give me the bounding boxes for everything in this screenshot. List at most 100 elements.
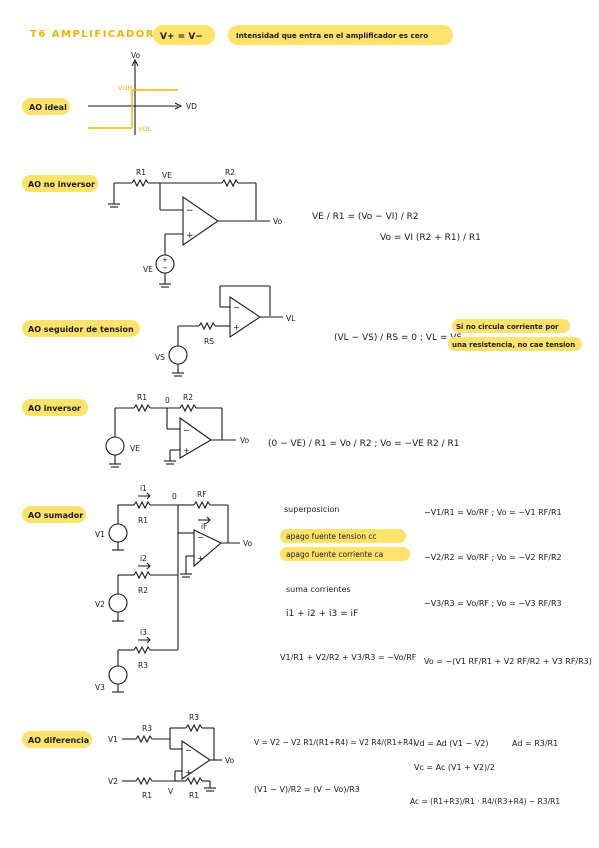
seguidor-circuit: − + — [168, 285, 283, 377]
badge-seguidor-label: AO seguidor de tension — [28, 325, 134, 334]
svg-text:−: − — [186, 206, 194, 216]
sumador-kcl: i1 + i2 + i3 = iF — [286, 609, 358, 619]
sumador-vo: Vo — [243, 539, 253, 548]
sumador-v1: V1 — [95, 530, 105, 539]
badge-sumador — [22, 506, 86, 523]
seguidor-note-1: Si no circula corriente por — [456, 323, 559, 331]
rule-highlight — [153, 25, 215, 45]
ideal-voh-label: VOH — [118, 84, 132, 92]
seguidor-note-highlight-1 — [452, 319, 570, 333]
sumador-r3: R3 — [138, 661, 148, 670]
ideal-transfer-graph — [88, 58, 183, 135]
no-inversor-source: VE — [143, 265, 153, 274]
seguidor-eq: (VL − VS) / RS = 0 ; VL = VS — [334, 333, 462, 343]
badge-no-inversor — [22, 175, 98, 192]
diferencia-vd: Vd = Ad (V1 − V2) — [414, 739, 488, 748]
diferencia-r-top-left: R3 — [142, 724, 152, 733]
sumador-apagado2: apago fuente corriente ca — [286, 550, 383, 559]
badge-inversor-label: AO inversor — [28, 404, 81, 413]
svg-text:+: + — [183, 446, 190, 455]
sumador-circuit: − + — [108, 492, 240, 693]
badge-ideal — [22, 98, 70, 115]
ideal-vo-label: Vo — [131, 51, 141, 60]
svg-text:+: + — [186, 231, 194, 241]
diferencia-eq-v: V = V2 − V2 R1/(R1+R4) = V2 R4/(R1+R4) — [254, 738, 416, 747]
sumador-superposicion: superposicion — [284, 505, 339, 514]
diferencia-eq-i: (V1 − V)/R2 = (V − Vo)/R3 — [254, 785, 360, 794]
sumador-rf: RF — [197, 490, 207, 499]
seguidor-vl: VL — [286, 314, 296, 323]
sumador-apagado2-highlight — [280, 547, 410, 561]
inversor-ve: VE — [130, 444, 140, 453]
sumador-i2: i2 — [140, 554, 147, 563]
badge-diferencia — [22, 731, 92, 748]
ideal-vd-label: VD — [186, 102, 197, 111]
ideal-vol-label: VOL — [138, 125, 151, 133]
inversor-eq: (0 − VE) / R1 = Vo / R2 ; Vo = −VE R2 / … — [268, 439, 460, 449]
inversor-circuit: − + — [105, 403, 236, 468]
svg-text:+: + — [233, 323, 240, 332]
inversor-r1: R1 — [137, 393, 147, 402]
diferencia-ad: Ad = R3/R1 — [512, 739, 558, 748]
inversor-node: 0 — [165, 396, 170, 405]
badge-diferencia-label: AO diferencia — [28, 736, 89, 745]
sumador-v2: V2 — [95, 600, 105, 609]
page-title: T6 AMPLIFICADORES — [30, 29, 172, 40]
diferencia-r-bottom-left: R1 — [142, 791, 152, 800]
seguidor-note-highlight-2 — [448, 337, 582, 351]
diferencia-v2: V2 — [108, 777, 118, 786]
diferencia-v1: V1 — [108, 735, 118, 744]
sumador-i1: i1 — [140, 484, 147, 493]
seguidor-vs: VS — [155, 353, 165, 362]
diferencia-vc: Vc = Ac (V1 + V2)/2 — [414, 763, 495, 772]
svg-text:+: + — [185, 768, 192, 777]
svg-text:+: + — [162, 256, 168, 264]
sumador-eq2: −V2/R2 = Vo/RF ; Vo = −V2 RF/R2 — [424, 553, 562, 562]
badge-ideal-label: AO ideal — [29, 103, 67, 112]
diferencia-circuit: − + — [122, 723, 222, 792]
badge-inversor — [22, 399, 88, 416]
sumador-total: Vo = −(V1 RF/R1 + V2 RF/R2 + V3 RF/R3) — [424, 657, 592, 666]
sumador-node: 0 — [172, 492, 177, 501]
diferencia-r-feedback: R3 — [189, 713, 199, 722]
diferencia-vo: Vo — [225, 756, 235, 765]
no-inversor-r1: R1 — [136, 168, 146, 177]
diferencia-ac: Ac = (R1+R3)/R1 · R4/(R3+R4) − R3/R1 — [410, 797, 560, 806]
sumador-apagado1: apago fuente tension cc — [286, 532, 377, 541]
no-inversor-ve-node: VE — [162, 171, 172, 180]
no-inversor-circuit: − + + − — [108, 178, 270, 288]
badge-no-inversor-label: AO no inversor — [28, 180, 95, 189]
sumador-sum-eq: V1/R1 + V2/R2 + V3/R3 = −Vo/RF — [280, 653, 417, 662]
svg-text:−: − — [185, 746, 192, 755]
svg-text:−: − — [197, 533, 204, 542]
svg-text:+: + — [197, 554, 204, 563]
diferencia-node-v: V — [168, 787, 174, 796]
sumador-if: iF — [201, 522, 207, 531]
no-inversor-r2: R2 — [225, 168, 235, 177]
rule-text: V+ = V− — [160, 32, 203, 42]
sumador-suma: suma corrientes — [286, 585, 351, 594]
sumador-r2: R2 — [138, 586, 148, 595]
sumador-eq3: −V3/R3 = Vo/RF ; Vo = −V3 RF/R3 — [424, 599, 562, 608]
no-inversor-vo: Vo — [273, 217, 283, 226]
sumador-eq1: −V1/R1 = Vo/RF ; Vo = −V1 RF/R1 — [424, 508, 562, 517]
no-inversor-eq1: VE / R1 = (Vo − VI) / R2 — [312, 212, 419, 222]
note-highlight — [228, 25, 453, 45]
seguidor-note-2: una resistencia, no cae tension — [452, 341, 575, 349]
inversor-r2: R2 — [183, 393, 193, 402]
seguidor-rs: RS — [204, 337, 214, 346]
sumador-r1: R1 — [138, 516, 148, 525]
svg-text:−: − — [162, 264, 168, 272]
no-inversor-eq2: Vo = VI (R2 + R1) / R1 — [380, 233, 481, 243]
svg-text:−: − — [183, 426, 190, 435]
diferencia-r-bottom-right: R1 — [189, 791, 199, 800]
sumador-v3: V3 — [95, 683, 105, 692]
inversor-vo: Vo — [240, 436, 250, 445]
sumador-apagado1-highlight — [280, 529, 406, 543]
sumador-i3: i3 — [140, 628, 147, 637]
header-note: Intensidad que entra en el amplificador … — [236, 31, 428, 40]
svg-text:−: − — [233, 303, 240, 312]
badge-sumador-label: AO sumador — [28, 511, 83, 520]
badge-seguidor — [22, 320, 140, 337]
